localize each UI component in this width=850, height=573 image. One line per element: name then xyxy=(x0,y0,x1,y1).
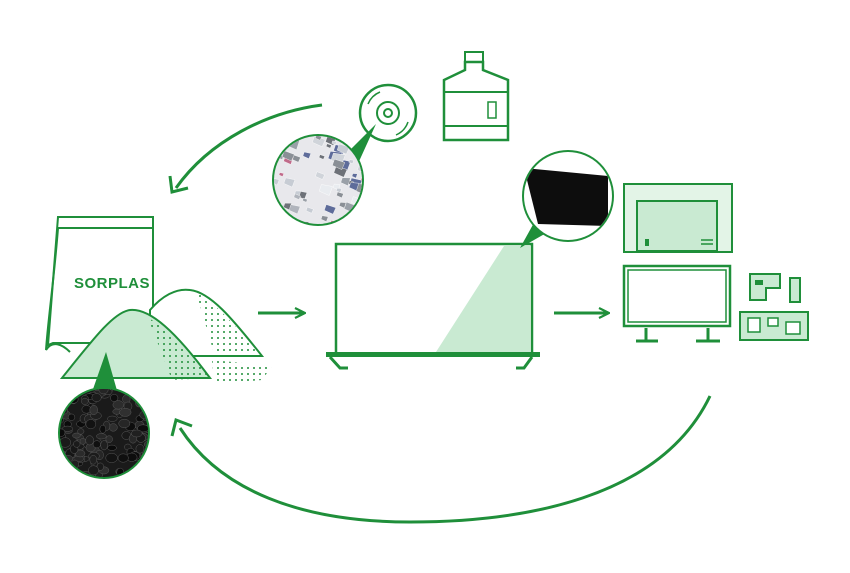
resin-powder-icon xyxy=(59,288,272,384)
tv-rear-casing-icon xyxy=(623,183,733,253)
tv-front-frame-icon xyxy=(622,264,732,343)
top-cycle-arrowhead xyxy=(168,175,189,194)
pellet-texture xyxy=(60,389,148,477)
water-bottle-icon xyxy=(442,51,510,142)
bottom-cycle-arrowhead xyxy=(170,418,193,437)
bottom-cycle-arrow xyxy=(178,395,712,524)
tv-icon xyxy=(326,242,540,370)
circuit-parts-icon xyxy=(739,273,809,341)
bag-label: SORPLAS xyxy=(74,275,150,292)
top-cycle-arrow xyxy=(174,103,323,189)
tv-screen-photo xyxy=(520,150,614,248)
plastic-flakes-photo xyxy=(272,124,376,226)
